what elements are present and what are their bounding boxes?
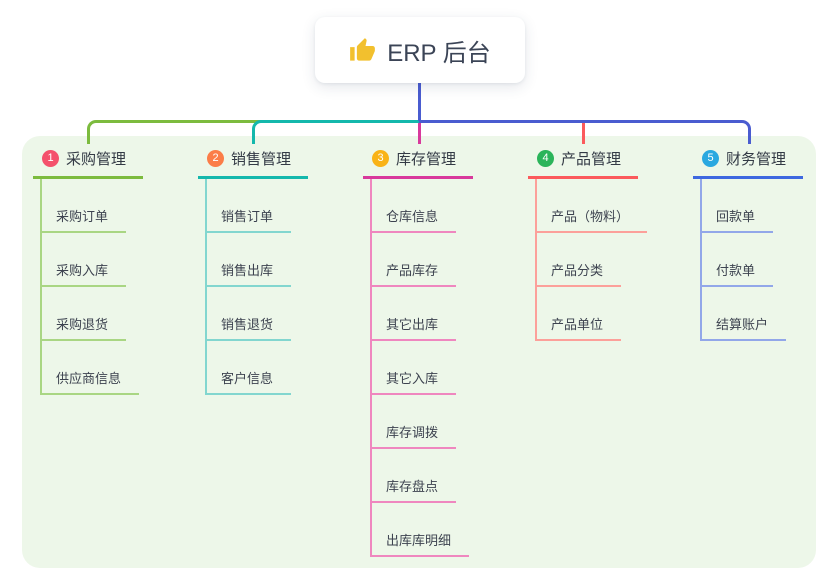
branch-inventory: 3 库存管理 仓库信息 产品库存 其它出库 其它入库 库存调拨 库存盘点 出库库… (363, 146, 523, 557)
branch-title: 库存管理 (396, 150, 457, 168)
child-node[interactable]: 产品（物料） (535, 179, 688, 233)
child-node[interactable]: 销售退货 (205, 287, 358, 341)
branch-child-line (700, 179, 702, 339)
child-node[interactable]: 采购订单 (40, 179, 193, 233)
child-node[interactable]: 产品分类 (535, 233, 688, 287)
child-node-label: 销售订单 (205, 206, 292, 233)
branch-child-line (40, 179, 42, 393)
branch-product: 4 产品管理 产品（物料） 产品分类 产品单位 (528, 146, 688, 341)
branch-sales: 2 销售管理 销售订单 销售出库 销售退货 客户信息 (198, 146, 358, 395)
connector-branch-1 (87, 120, 419, 144)
child-node[interactable]: 销售出库 (205, 233, 358, 287)
child-node-label: 产品库存 (370, 260, 457, 287)
child-node[interactable]: 采购退货 (40, 287, 193, 341)
child-node[interactable]: 采购入库 (40, 233, 193, 287)
child-node-label: 供应商信息 (40, 368, 140, 395)
connector-branch-4 (582, 123, 585, 144)
child-node-label: 其它入库 (370, 368, 457, 395)
child-node[interactable]: 其它出库 (370, 287, 523, 341)
branch-child-line (535, 179, 537, 339)
child-node[interactable]: 供应商信息 (40, 341, 193, 395)
branch-node-finance[interactable]: 5 财务管理 (693, 146, 803, 179)
branch-title: 产品管理 (561, 150, 622, 168)
child-node-label: 销售退货 (205, 314, 292, 341)
child-node-label: 其它出库 (370, 314, 457, 341)
child-node[interactable]: 仓库信息 (370, 179, 523, 233)
branch-number-badge: 1 (42, 149, 59, 167)
child-node[interactable]: 结算账户 (700, 287, 839, 341)
child-node-label: 采购订单 (40, 206, 127, 233)
branch-finance: 5 财务管理 回款单 付款单 结算账户 (693, 146, 839, 341)
child-node-label: 付款单 (700, 260, 774, 287)
child-node-label: 客户信息 (205, 368, 292, 395)
branch-node-purchase[interactable]: 1 采购管理 (33, 146, 143, 179)
branch-node-product[interactable]: 4 产品管理 (528, 146, 638, 179)
child-node-label: 采购入库 (40, 260, 127, 287)
child-node[interactable]: 产品单位 (535, 287, 688, 341)
child-node[interactable]: 付款单 (700, 233, 839, 287)
branch-title: 采购管理 (66, 150, 127, 168)
child-node[interactable]: 产品库存 (370, 233, 523, 287)
child-node-label: 出库库明细 (370, 530, 470, 557)
branch-child-line (205, 179, 207, 393)
child-node-label: 产品（物料） (535, 206, 648, 233)
connector-branch-2 (252, 120, 419, 144)
child-node[interactable]: 其它入库 (370, 341, 523, 395)
branch-number-badge: 4 (537, 149, 554, 167)
branch-child-line (370, 179, 372, 555)
root-node-label: ERP 后台 (387, 39, 491, 67)
child-node-label: 销售出库 (205, 260, 292, 287)
child-node-label: 回款单 (700, 206, 774, 233)
branches-panel (22, 136, 816, 568)
branch-node-inventory[interactable]: 3 库存管理 (363, 146, 473, 179)
branch-number-badge: 3 (372, 149, 389, 167)
child-node-label: 结算账户 (700, 314, 787, 341)
branch-number-badge: 5 (702, 149, 719, 167)
child-node-label: 产品分类 (535, 260, 622, 287)
child-node[interactable]: 客户信息 (205, 341, 358, 395)
connector-branch-3 (418, 123, 421, 144)
connector-branch-5 (419, 120, 751, 144)
root-node[interactable]: ERP 后台 (315, 17, 525, 83)
connector-root-stem (418, 83, 421, 121)
child-node-label: 仓库信息 (370, 206, 457, 233)
child-node-label: 采购退货 (40, 314, 127, 341)
branch-number-badge: 2 (207, 149, 224, 167)
branch-title: 财务管理 (726, 150, 787, 168)
branch-title: 销售管理 (231, 150, 292, 168)
child-node[interactable]: 库存调拨 (370, 395, 523, 449)
child-node-label: 产品单位 (535, 314, 622, 341)
child-node[interactable]: 销售订单 (205, 179, 358, 233)
thumbs-up-icon (349, 37, 376, 64)
child-node-label: 库存调拨 (370, 422, 457, 449)
branch-node-sales[interactable]: 2 销售管理 (198, 146, 308, 179)
child-node[interactable]: 回款单 (700, 179, 839, 233)
child-node[interactable]: 出库库明细 (370, 503, 523, 557)
child-node-label: 库存盘点 (370, 476, 457, 503)
child-node[interactable]: 库存盘点 (370, 449, 523, 503)
branch-purchase: 1 采购管理 采购订单 采购入库 采购退货 供应商信息 (33, 146, 193, 395)
